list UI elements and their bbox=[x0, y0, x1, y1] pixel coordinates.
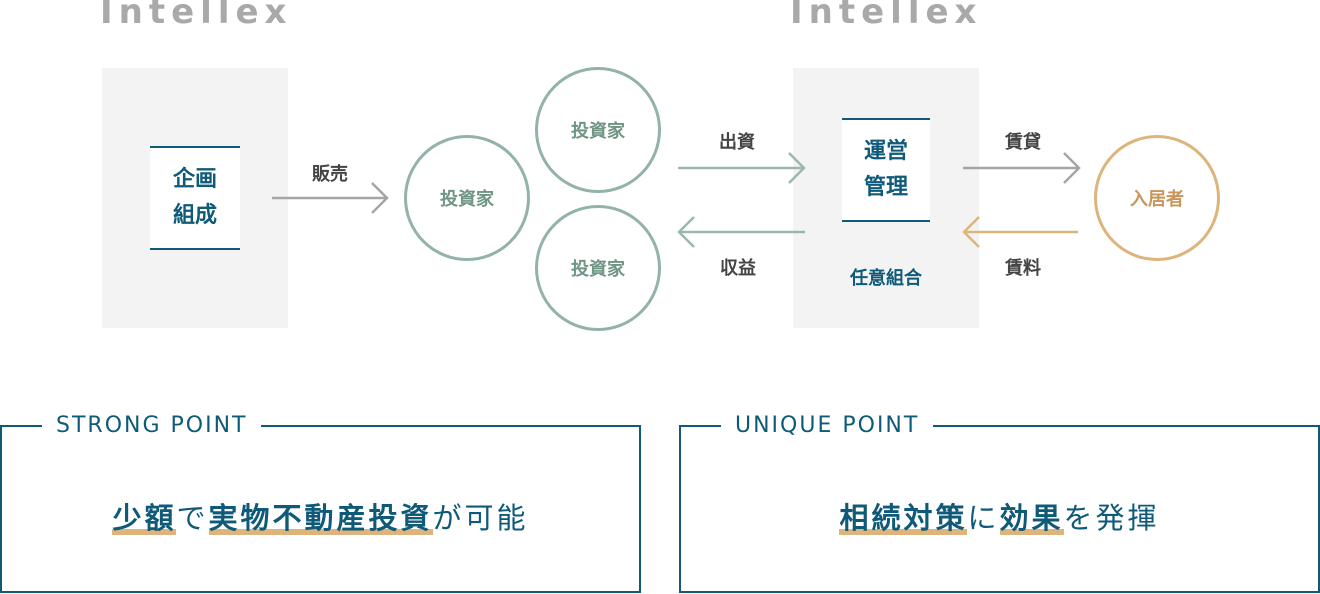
rent-arrow bbox=[962, 216, 1078, 248]
investor-label: 投資家 bbox=[571, 259, 625, 280]
highlight: 相続対策 bbox=[839, 501, 968, 535]
unique-point-title: UNIQUE POINT bbox=[721, 413, 934, 439]
highlight: 少額 bbox=[112, 501, 177, 535]
invest-label: 出資 bbox=[719, 132, 755, 153]
tenant-label: 入居者 bbox=[1130, 189, 1184, 210]
highlight: 効果 bbox=[999, 501, 1064, 535]
tenant-circle: 入居者 bbox=[1094, 135, 1220, 261]
intellex-logo-left: Intellex bbox=[100, 0, 293, 32]
planning-label: 企画 組成 bbox=[150, 146, 240, 250]
label-line: 運営 bbox=[863, 139, 908, 164]
highlight: 実物不動産投資 bbox=[208, 501, 433, 535]
invest-arrow bbox=[678, 152, 806, 184]
strong-point-box: STRONG POINT 少額で実物不動産投資が可能 bbox=[0, 413, 641, 593]
partnership-caption: 任意組合 bbox=[850, 268, 922, 289]
strong-point-title: STRONG POINT bbox=[42, 413, 262, 439]
text: に bbox=[967, 501, 1000, 535]
label-line: 企画 bbox=[172, 167, 217, 192]
investor-circle: 投資家 bbox=[535, 67, 661, 193]
rent-label: 賃料 bbox=[1005, 258, 1041, 279]
unique-point-box: UNIQUE POINT 相続対策に効果を発揮 bbox=[679, 413, 1320, 593]
management-label: 運営 管理 bbox=[842, 118, 930, 222]
unique-point-text: 相続対策に効果を発揮 bbox=[681, 495, 1318, 537]
lease-arrow bbox=[963, 152, 1081, 184]
intellex-logo-right: Intellex bbox=[790, 0, 983, 32]
sale-label: 販売 bbox=[312, 164, 348, 185]
text: で bbox=[176, 501, 209, 535]
sale-arrow bbox=[272, 182, 389, 214]
returns-label: 収益 bbox=[720, 258, 756, 279]
investor-label: 投資家 bbox=[571, 121, 625, 142]
investor-circle: 投資家 bbox=[535, 205, 661, 331]
investor-label: 投資家 bbox=[440, 189, 494, 210]
strong-point-text: 少額で実物不動産投資が可能 bbox=[2, 495, 639, 537]
label-line: 組成 bbox=[172, 203, 217, 228]
lease-label: 賃貸 bbox=[1005, 132, 1041, 153]
returns-arrow bbox=[677, 216, 805, 248]
label-line: 管理 bbox=[863, 175, 908, 200]
investor-circle: 投資家 bbox=[404, 135, 530, 261]
text: を発揮 bbox=[1063, 501, 1160, 535]
text: が可能 bbox=[432, 501, 529, 535]
